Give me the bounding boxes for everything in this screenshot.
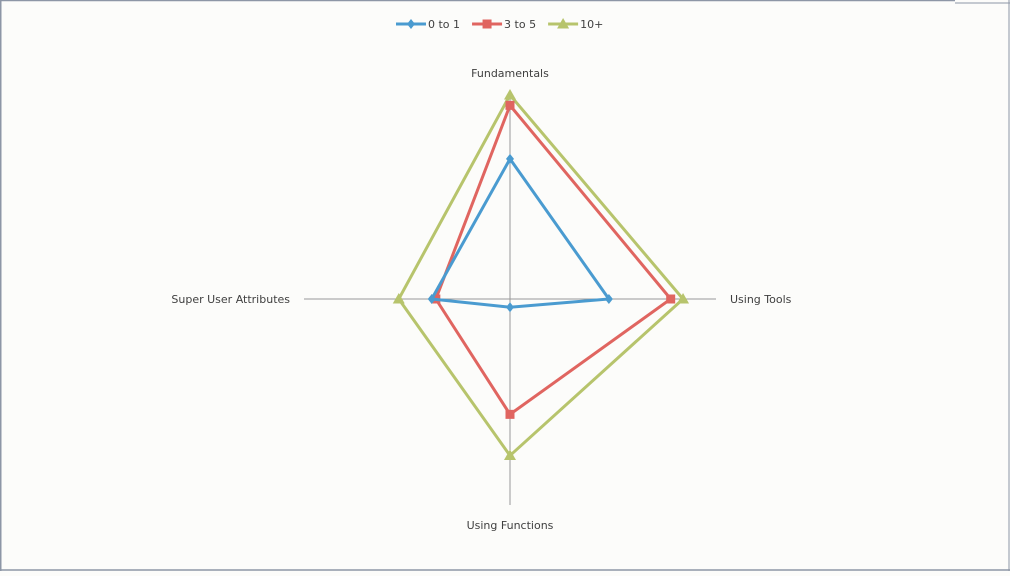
series-0-to-1 — [427, 153, 613, 313]
data-point-10-using-tools — [677, 293, 690, 304]
data-point-0-to-1-using-tools — [604, 294, 613, 304]
data-point-10-fundamentals — [504, 89, 516, 100]
data-point-0-to-1-fundamentals — [506, 153, 514, 164]
series-10 — [392, 89, 690, 461]
data-point-3-to-5-using-functions — [505, 409, 515, 419]
legend-item-0-to-1[interactable]: 0 to 1 — [396, 18, 460, 31]
data-point-10-using-functions — [504, 449, 516, 461]
series-line-3-to-5 — [434, 102, 673, 417]
data-point-10-super-user-attributes — [392, 293, 405, 304]
data-point-3-to-5-fundamentals — [505, 100, 515, 110]
axis-label-fundamentals: Fundamentals — [471, 67, 549, 80]
legend-label: 0 to 1 — [428, 18, 460, 31]
data-point-3-to-5-using-tools — [666, 294, 676, 304]
axis-label-using-functions: Using Functions — [467, 519, 554, 532]
series-3-to-5 — [431, 100, 676, 419]
series-group — [392, 89, 690, 461]
legend-swatch-marker — [557, 18, 570, 29]
legend-item-3-to-5[interactable]: 3 to 5 — [472, 18, 536, 31]
axis-label-using-tools: Using Tools — [730, 293, 792, 306]
data-point-0-to-1-super-user-attributes — [427, 294, 436, 304]
axis-label-super-user-attributes: Super User Attributes — [171, 293, 290, 306]
legend-swatch-marker — [482, 19, 492, 29]
legend-label: 3 to 5 — [504, 18, 536, 31]
data-point-0-to-1-using-functions — [506, 302, 514, 313]
legend-label: 10+ — [580, 18, 603, 31]
legend[interactable]: 0 to 1 3 to 5 10+ — [396, 18, 603, 31]
legend-swatch-marker — [407, 19, 415, 29]
legend-item-10[interactable]: 10+ — [548, 18, 603, 31]
series-line-10 — [396, 92, 686, 458]
